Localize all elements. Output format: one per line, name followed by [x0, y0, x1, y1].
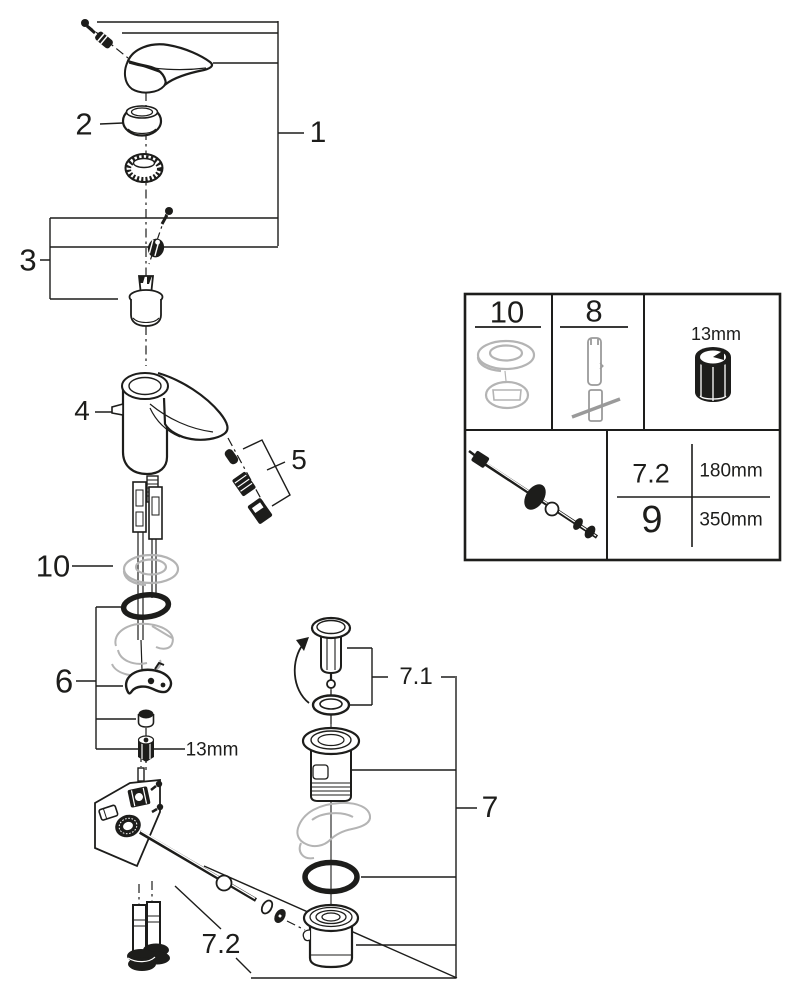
horseshoe-clamp	[125, 661, 173, 695]
leader-lines-part1	[50, 21, 304, 248]
callout-3: 3	[19, 242, 37, 278]
cartridge-nut	[147, 238, 165, 258]
drain-flange	[301, 726, 361, 802]
lever-handle	[123, 43, 214, 94]
tail-washer-part10	[122, 553, 180, 587]
table-header-part10: 10	[489, 294, 525, 330]
knurled-mounting-ring	[124, 153, 164, 183]
table-row2-length: 350mm	[699, 509, 763, 531]
mounting-plate-assembly	[94, 767, 164, 868]
callout-4: 4	[74, 395, 90, 426]
faucet-body	[111, 371, 229, 476]
faucet-shanks	[132, 475, 163, 540]
popup-stopper	[310, 616, 352, 689]
leader-lines-part7-1	[347, 647, 455, 706]
table-header-part8: 8	[585, 293, 603, 329]
knurled-nut	[115, 814, 141, 838]
callout-10: 10	[35, 548, 71, 584]
leader-lines-part6	[76, 606, 185, 750]
callout-7-2: 7.2	[201, 928, 241, 959]
table-row1-part-id: 7.2	[632, 458, 670, 489]
cartridge	[128, 275, 164, 327]
rotation-arrow	[293, 637, 310, 704]
handle-cap-ring	[121, 105, 163, 137]
callout-7: 7	[481, 791, 499, 824]
table-mounting-stud-icon	[571, 337, 621, 422]
cartridge-screw	[160, 207, 173, 225]
table-washer-pair-icon	[476, 339, 536, 410]
handle-screw	[81, 19, 113, 49]
callout-5: 5	[291, 444, 307, 475]
table-nut-13mm-icon	[695, 347, 731, 402]
lever-pin	[111, 402, 124, 416]
supply-pipes-lines	[137, 532, 157, 671]
stopper-seal-ring	[311, 694, 351, 716]
callout-7-1: 7.1	[399, 663, 433, 690]
callout-13mm: 13mm	[185, 739, 239, 761]
parts-table-grid	[463, 292, 782, 562]
callout-1: 1	[309, 116, 327, 149]
leader-lines-part3	[40, 218, 118, 300]
table-row2-part-id: 9	[641, 499, 663, 541]
table-wrench-size: 13mm	[690, 324, 742, 344]
drain-body	[302, 903, 360, 969]
o-ring-part6	[120, 592, 172, 620]
leader-lines-part7	[251, 676, 477, 979]
hex-nut-13mm	[137, 735, 155, 762]
leader-lines-part5	[242, 439, 291, 507]
table-row1-length: 180mm	[699, 460, 763, 482]
popup-rod	[138, 830, 286, 923]
supply-hoses	[127, 901, 170, 971]
aerator-kit	[224, 449, 273, 524]
callout-2: 2	[75, 106, 93, 142]
dome-nut	[137, 709, 155, 728]
table-rod-icon	[468, 450, 599, 539]
ghost-sink-basin	[296, 801, 372, 860]
leader-line-part2	[99, 122, 124, 125]
callout-6: 6	[54, 662, 74, 700]
drain-o-ring	[302, 859, 360, 895]
